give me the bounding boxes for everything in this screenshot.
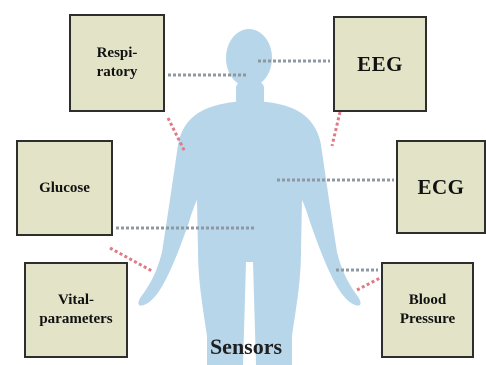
diagram-caption: Sensors: [186, 334, 306, 360]
eeg-sensor-box: EEG: [333, 16, 427, 112]
red-connector-blood: [357, 277, 382, 290]
head-shape: [226, 29, 272, 87]
ecg-label: ECG: [417, 174, 464, 200]
ecg-sensor-box: ECG: [396, 140, 486, 234]
torso-arms-legs-shape: [138, 101, 360, 365]
blood-pressure-sensor-box: Blood Pressure: [381, 262, 474, 358]
blood-pressure-label: Blood Pressure: [400, 291, 455, 329]
eeg-label: EEG: [357, 51, 403, 77]
glucose-sensor-box: Glucose: [16, 140, 113, 236]
respiratory-label: Respi- ratory: [97, 44, 138, 82]
human-body-silhouette: [138, 29, 360, 365]
red-connector-eeg: [332, 112, 340, 146]
respiratory-sensor-box: Respi- ratory: [69, 14, 165, 112]
vital-parameters-label: Vital- parameters: [39, 291, 112, 329]
vital-parameters-sensor-box: Vital- parameters: [24, 262, 128, 358]
glucose-label: Glucose: [39, 179, 90, 198]
